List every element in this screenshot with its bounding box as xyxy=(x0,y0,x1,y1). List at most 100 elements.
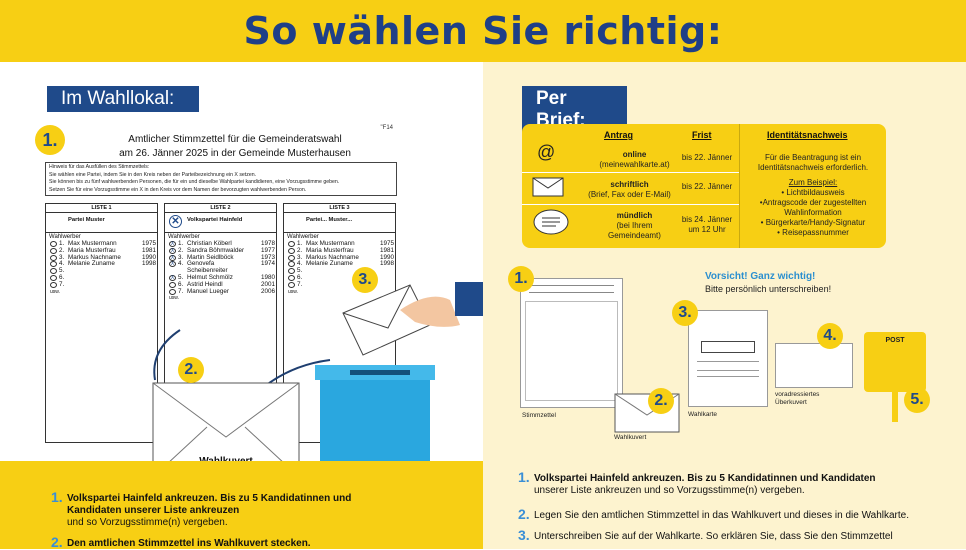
left-step-2: 2. Den amtlichen Stimmzettel ins Wahlkuv… xyxy=(51,535,407,550)
preference-circle xyxy=(288,268,295,275)
right-step-2: 2. Legen Sie den amtlichen Stimmzettel i… xyxy=(518,507,934,522)
preference-circle xyxy=(169,281,176,288)
id-item: •Antragscode der zugestellten Wahlinform… xyxy=(759,198,867,217)
left-steps-band xyxy=(0,461,483,549)
id-item: • Lichtbildausweis xyxy=(781,188,845,197)
candidate-row: 2. Maria Musterfrau 1981 xyxy=(46,246,157,255)
preference-circle xyxy=(50,281,57,288)
envelope-flap xyxy=(342,284,411,329)
postbox-label: POST xyxy=(885,337,905,344)
candidate-row: 3. Markus Nachname 1990 xyxy=(284,254,395,262)
usw-label: usw. xyxy=(50,288,61,295)
right-badge-4: 4. xyxy=(817,323,843,349)
frist-online: bis 22. Jänner xyxy=(681,153,733,162)
at-icon: @ xyxy=(537,142,556,162)
ballot-title-line2: am 26. Jänner 2025 in der Gemeinde Muste… xyxy=(119,148,351,159)
candidate-row: X 5. Helmut Schmölz 1980 xyxy=(165,274,276,282)
preference-circle xyxy=(50,247,57,254)
step-badge-3: 3. xyxy=(352,267,378,293)
list-header: LISTE 1 xyxy=(46,204,157,213)
candidate-number: 6. xyxy=(297,273,303,281)
party-label: Partei Muster xyxy=(68,217,105,223)
usw-label: usw. xyxy=(288,288,299,295)
candidate-number: 1. xyxy=(59,240,65,247)
party-name: Partei... Muster... xyxy=(284,213,395,233)
candidate-name: Markus Nachname xyxy=(68,253,121,261)
candidate-year: 1981 xyxy=(379,246,394,254)
candidate-number: 2. xyxy=(297,246,303,254)
antrag-detail: (Brief, Fax oder E-Mail) xyxy=(588,190,671,199)
postbox: POST xyxy=(864,332,926,392)
candidate-name: Martin Seidlböck xyxy=(187,253,234,261)
candidate-year: 1978 xyxy=(260,240,275,247)
preference-circle xyxy=(288,261,295,268)
step-number: 2. xyxy=(518,506,530,522)
preference-circle xyxy=(288,241,295,247)
step-text: unserer Liste ankreuzen und so Vorzugsst… xyxy=(534,485,805,496)
antrag-online: online (meinewahlkarte.at) xyxy=(577,150,692,170)
frist-schriftlich: bis 22. Jänner xyxy=(681,182,733,191)
candidate-row: 3. Markus Nachname 1990 xyxy=(46,253,157,262)
candidate-name: Maria Musterfrau xyxy=(306,246,354,254)
party-label: Partei... Muster... xyxy=(306,217,353,223)
preference-circle xyxy=(50,241,57,247)
candidate-name: Melanie Zuname xyxy=(306,260,353,268)
candidate-year: 1981 xyxy=(141,246,156,254)
candidate-number: 1. xyxy=(297,240,303,247)
candidate-year: 1977 xyxy=(260,246,275,254)
candidate-row: X 2. Sandra Böhmwalder 1977 xyxy=(165,246,276,255)
antrag-detail: (bei Ihrem Gemeindeamt) xyxy=(608,221,661,240)
candidate-number: 7. xyxy=(59,280,65,288)
candidate-row: 6. xyxy=(46,274,157,282)
id-item: • Reisepassnummer xyxy=(777,228,849,237)
preference-circle xyxy=(169,288,176,295)
preference-circle xyxy=(288,281,295,288)
page-title: So wählen Sie richtig: xyxy=(243,9,723,53)
antrag-muendlich: mündlich (bei Ihrem Gemeindeamt) xyxy=(597,211,672,241)
step-text: Unterschreiben Sie auf der Wahlkarte. So… xyxy=(534,531,893,542)
candidate-name: Manuel Lueger xyxy=(187,287,230,295)
candidate-year: 1998 xyxy=(141,260,156,268)
section-tag-wahllokal: Im Wahllokal: xyxy=(47,86,199,112)
candidate-name: Maria Musterfrau xyxy=(68,246,116,254)
frist-muendlich: bis 24. Jänner um 12 Uhr xyxy=(681,215,733,234)
candidate-name: Max Mustermann xyxy=(68,240,117,247)
right-steps-band xyxy=(483,461,966,549)
hint-line: Sie wählen eine Partei, indem Sie in den… xyxy=(49,171,257,178)
candidate-name: Sandra Böhmwalder xyxy=(187,246,245,254)
candidate-row: 5. xyxy=(284,267,395,275)
step-badge-2: 2. xyxy=(178,357,204,383)
preference-circle xyxy=(288,247,295,254)
list-header: LISTE 3 xyxy=(284,204,395,213)
candidate-number: 5. xyxy=(297,267,303,275)
party-check-icon: ✕ xyxy=(169,215,182,228)
preference-circle xyxy=(50,261,57,268)
hint-line: Hinweis für das Ausfüllen des Stimmzette… xyxy=(49,164,150,170)
postbox-post xyxy=(892,392,898,422)
candidate-row: 7. xyxy=(284,281,395,289)
candidate-row: 7. xyxy=(46,280,157,289)
candidate-row: X 1. Christian Köberl 1978 xyxy=(165,240,276,248)
candidate-number: 1. xyxy=(178,240,184,247)
candidate-row: 6. Astrid Heindl 2001 xyxy=(165,280,276,289)
ballot-title-line1: Amtlicher Stimmzettel für die Gemeindera… xyxy=(128,134,342,145)
candidate-name: Christian Köberl xyxy=(187,240,232,247)
candidate-number: 2. xyxy=(178,246,184,254)
candidates-label: Wahlwerber xyxy=(287,234,319,240)
table-divider xyxy=(739,124,740,248)
candidate-year: 1998 xyxy=(379,260,394,268)
candidate-year: 2001 xyxy=(260,280,275,288)
step-bold-text: Volkspartei Hainfeld ankreuzen. Bis zu 5… xyxy=(67,493,352,516)
preference-circle: X xyxy=(169,274,176,281)
candidates-label: Wahlwerber xyxy=(49,234,81,240)
row-divider xyxy=(522,172,739,173)
candidate-row: 1. Max Mustermann 1975 xyxy=(46,240,157,248)
id-text: Für die Beantragung ist ein Identitätsna… xyxy=(757,153,869,172)
candidate-row: 4. Melanie Zuname 1998 xyxy=(46,261,157,268)
step-number: 3. xyxy=(518,527,530,543)
mini-wahlkarte xyxy=(688,310,768,407)
party-name: Partei Muster xyxy=(46,213,157,233)
candidate-year: 1975 xyxy=(141,240,156,247)
